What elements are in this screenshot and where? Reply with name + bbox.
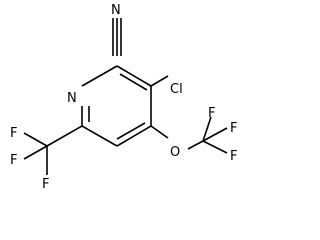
atom-labels: N N Cl O F F F F F F (10, 3, 237, 192)
atom-label-f-ocf3-3: F (230, 149, 237, 164)
ring-bond-c2-n1 (81, 65, 118, 87)
atom-label-o: O (170, 145, 180, 160)
bond-c4-o (150, 125, 169, 139)
bond-cf3-f2 (202, 127, 228, 142)
bond-o-cf3 (187, 140, 204, 150)
atom-label-n-ring: N (67, 91, 77, 106)
atom-label-f-ocf3-1: F (208, 106, 215, 121)
atom-label-cl: Cl (170, 82, 183, 97)
ring-bond-c4-c5-double (116, 122, 146, 140)
atom-label-f-cf3-3: F (42, 177, 49, 192)
bond-cf3-f1 (202, 116, 212, 142)
bond-cf3b-f2 (23, 145, 48, 160)
ring-bond-c2-c3 (116, 65, 152, 87)
bond-cf3b-f1 (23, 132, 48, 147)
atom-label-n-terminal: N (111, 3, 121, 18)
bond-cf3-f3 (202, 140, 228, 154)
bond-c6-cf3 (46, 125, 83, 147)
ring-bond-c5-c6 (81, 125, 118, 147)
ring-bond-c4-c5 (116, 125, 152, 147)
atom-label-f-cf3-2: F (10, 153, 17, 168)
bonds (23, 18, 228, 175)
bond-c3-cl (150, 75, 169, 87)
atom-label-f-ocf3-2: F (230, 121, 237, 136)
ring-bond-c2-c3-double (119, 73, 148, 91)
atom-label-f-cf3-1: F (10, 126, 17, 141)
chemical-structure-diagram: N N Cl O F F F F F F (10, 3, 237, 192)
